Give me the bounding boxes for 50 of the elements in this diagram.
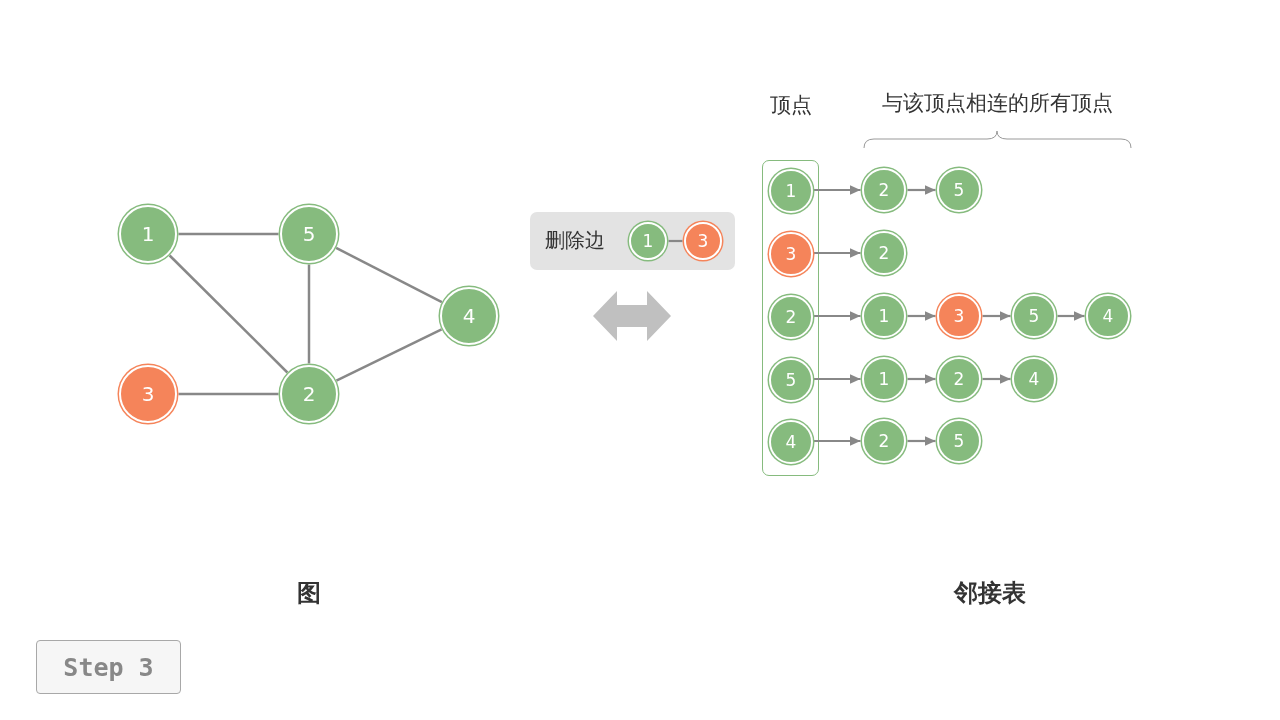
vertex-circle: 3 (119, 365, 177, 423)
arrow (982, 374, 1011, 384)
arrow (1057, 311, 1085, 321)
vertex-circle: 2 (280, 365, 338, 423)
arrow (907, 436, 936, 446)
vertex-circle: 5 (937, 168, 981, 212)
vertex-circle: 5 (1012, 294, 1056, 338)
vertex-circle: 3 (937, 294, 981, 338)
vertex-circle: 1 (862, 294, 906, 338)
arrow (813, 311, 861, 321)
vertex-circle: 4 (1086, 294, 1130, 338)
edge-line (178, 392, 279, 396)
column-heading: 顶点 (769, 92, 812, 119)
arrow (813, 436, 861, 446)
adjacency-list-title: 邻接表 (954, 578, 1026, 609)
vertex-circle: 2 (937, 357, 981, 401)
arrow (907, 185, 936, 195)
vertex-circle: 5 (937, 419, 981, 463)
edge-line (178, 232, 279, 236)
arrow (813, 185, 861, 195)
vertex-circle: 4 (440, 287, 498, 345)
vertex-circle: 1 (769, 169, 813, 213)
arrow (813, 374, 861, 384)
arrow (813, 248, 861, 258)
operation-label: 删除边 (545, 227, 605, 254)
edge-line (307, 264, 311, 364)
vertex-circle: 2 (862, 231, 906, 275)
arrow (982, 311, 1011, 321)
vertex-circle: 4 (769, 420, 813, 464)
edge-line (668, 239, 683, 243)
graph-title: 图 (297, 578, 321, 609)
operation-panel (530, 212, 735, 270)
edge-line (335, 246, 443, 304)
step-label: Step 3 (36, 640, 181, 694)
vertex-circle: 3 (769, 232, 813, 276)
vertex-circle: 1 (119, 205, 177, 263)
edge-line (335, 328, 443, 382)
vertex-circle: 1 (629, 222, 667, 260)
vertex-circle: 2 (862, 168, 906, 212)
arrow (907, 374, 936, 384)
vertex-circle: 5 (280, 205, 338, 263)
edge-line (168, 254, 289, 374)
vertex-circle: 4 (1012, 357, 1056, 401)
vertex-circle: 1 (862, 357, 906, 401)
vertex-circle: 2 (769, 295, 813, 339)
arrow (907, 311, 936, 321)
vertex-circle: 3 (684, 222, 722, 260)
vertex-circle: 5 (769, 358, 813, 402)
brace-label: 与该顶点相连的所有顶点 (881, 90, 1113, 117)
vertex-circle: 2 (862, 419, 906, 463)
